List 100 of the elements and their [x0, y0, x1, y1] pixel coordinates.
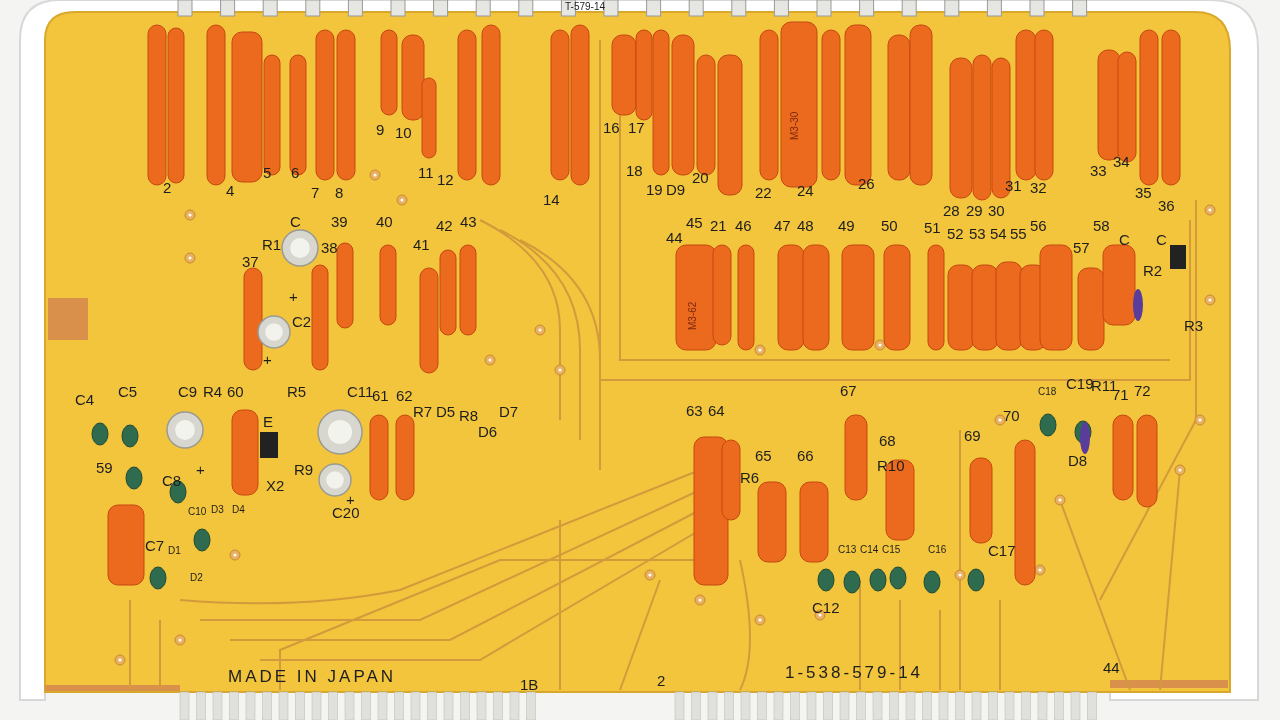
silkscreen-label: C5: [118, 384, 138, 399]
silkscreen-label: 44: [1103, 660, 1120, 675]
silkscreen-label: C4: [75, 392, 95, 407]
silkscreen-label: E: [263, 414, 273, 429]
silkscreen-label: 9: [376, 122, 385, 137]
silkscreen-label: D9: [666, 182, 686, 197]
silkscreen-label: 7: [311, 185, 320, 200]
silkscreen-label: C7: [145, 538, 165, 553]
silkscreen-label: 47: [774, 218, 791, 233]
silkscreen-label: 43: [460, 214, 477, 229]
silkscreen-label: X2: [266, 478, 285, 493]
silkscreen-label: 19: [646, 182, 663, 197]
silkscreen-label: C: [1156, 232, 1167, 247]
silkscreen-label: R2: [1143, 263, 1163, 278]
silkscreen-label: 33: [1090, 163, 1107, 178]
component-marking: M3-62: [688, 301, 698, 330]
silkscreen-label: 49: [838, 218, 855, 233]
silkscreen-label: C20: [332, 505, 360, 520]
silkscreen-label: 38: [321, 240, 338, 255]
silkscreen-label: 72: [1134, 383, 1151, 398]
silkscreen-label: 45: [686, 215, 703, 230]
silkscreen-label: R3: [1184, 318, 1204, 333]
silkscreen-label: D4: [232, 505, 245, 515]
silkscreen-label: C15: [882, 545, 901, 555]
silkscreen-label: 46: [735, 218, 752, 233]
silkscreen-label: R6: [740, 470, 760, 485]
silkscreen-label: C12: [812, 600, 840, 615]
silkscreen-label: R9: [294, 462, 314, 477]
silkscreen-label: C10: [188, 507, 207, 517]
silkscreen-label: 26: [858, 176, 875, 191]
silkscreen-label: 16: [603, 120, 620, 135]
silkscreen-label: 22: [755, 185, 772, 200]
silkscreen-label: R8: [459, 408, 479, 423]
silkscreen-label: D3: [211, 505, 224, 515]
silkscreen-label: 20: [692, 170, 709, 185]
silkscreen-label: C8: [162, 473, 182, 488]
silkscreen-label: 54: [990, 226, 1007, 241]
silkscreen-label: +: [263, 352, 272, 367]
silkscreen-label: C18: [1038, 387, 1057, 397]
silkscreen-label: 1B: [520, 677, 539, 692]
silkscreen-label: 44: [666, 230, 683, 245]
silkscreen-label: 21: [710, 218, 727, 233]
silkscreen-label: 51: [924, 220, 941, 235]
silkscreen-label: C13: [838, 545, 857, 555]
silkscreen-label: C2: [292, 314, 312, 329]
silkscreen-label: C9: [178, 384, 198, 399]
silkscreen-label: MADE IN JAPAN: [228, 668, 397, 685]
silkscreen-label: 34: [1113, 154, 1130, 169]
silkscreen-label: 48: [797, 218, 814, 233]
silkscreen-label: T-579-14: [565, 2, 606, 12]
silkscreen-label: +: [346, 492, 355, 507]
silkscreen-label: C: [1119, 232, 1130, 247]
silkscreen-label: 55: [1010, 226, 1027, 241]
silkscreen-label: +: [196, 462, 205, 477]
silkscreen-label: R10: [877, 458, 905, 473]
silkscreen-label: 41: [413, 237, 430, 252]
silkscreen-label: 37: [242, 254, 259, 269]
silkscreen-label: 56: [1030, 218, 1047, 233]
silkscreen-label: 5: [263, 165, 272, 180]
silkscreen-label: 28: [943, 203, 960, 218]
silkscreen-label: 52: [947, 226, 964, 241]
silkscreen-label: 66: [797, 448, 814, 463]
silkscreen-label: 69: [964, 428, 981, 443]
silkscreen-label: 67: [840, 383, 857, 398]
silkscreen-label: 42: [436, 218, 453, 233]
silkscreen-label: C: [290, 214, 301, 229]
silkscreen-label: C17: [988, 543, 1016, 558]
silkscreen-label: R4: [203, 384, 223, 399]
component-marking: M3-30: [790, 111, 800, 140]
silkscreen-label: R7: [413, 404, 433, 419]
silkscreen-label: 40: [376, 214, 393, 229]
silkscreen-label: 58: [1093, 218, 1110, 233]
silkscreen-label: 11: [418, 165, 434, 180]
silkscreen-label: 59: [96, 460, 113, 475]
silkscreen-label: 61: [372, 388, 389, 403]
silkscreen-label: 65: [755, 448, 772, 463]
silkscreen-label: 39: [331, 214, 348, 229]
silkscreen-label: 63: [686, 403, 703, 418]
silkscreen-label: 8: [335, 185, 344, 200]
silkscreen-label: 12: [437, 172, 454, 187]
silkscreen-label: 64: [708, 403, 725, 418]
silkscreen-label: D1: [168, 546, 181, 556]
silkscreen-label: C16: [928, 545, 947, 555]
silkscreen-label: 6: [291, 165, 300, 180]
silkscreen-label: 68: [879, 433, 896, 448]
silkscreen-label: 62: [396, 388, 413, 403]
silkscreen-label: 2: [657, 673, 666, 688]
silkscreen-label: C14: [860, 545, 879, 555]
silkscreen-label: 14: [543, 192, 560, 207]
silkscreen-label: 32: [1030, 180, 1047, 195]
silkscreen-label: 2: [163, 180, 172, 195]
silkscreen-label: R1: [262, 237, 282, 252]
silkscreen-label: 70: [1003, 408, 1020, 423]
silkscreen-label: 30: [988, 203, 1005, 218]
silkscreen-label: 60: [227, 384, 244, 399]
silkscreen-label: D6: [478, 424, 498, 439]
silkscreen-label: +: [289, 289, 298, 304]
silkscreen-label: C11: [347, 384, 374, 399]
silkscreen-label: R5: [287, 384, 307, 399]
silkscreen-label: 24: [797, 183, 814, 198]
